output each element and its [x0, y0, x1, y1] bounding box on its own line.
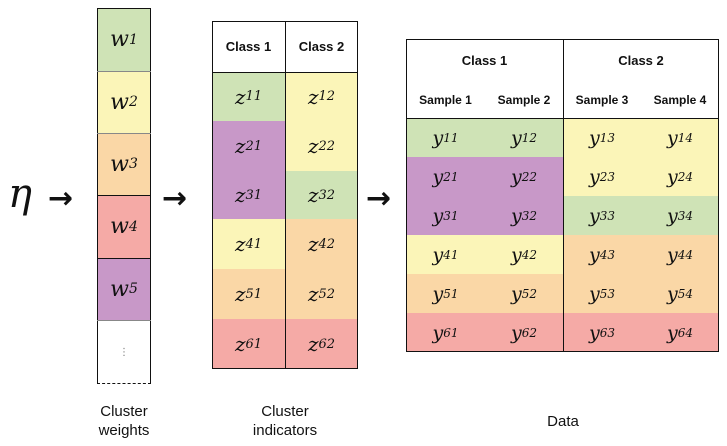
cluster-indicators-caption: Cluster indicators: [252, 403, 318, 439]
indicators-header-class-2: Class 2: [298, 39, 345, 54]
arrow-right-icon: →: [48, 181, 74, 216]
data-table: Class 1 Class 2 Sample 1 Sample 2 Sample…: [406, 39, 719, 352]
cluster-weights-caption: Cluster weights: [98, 403, 150, 439]
data-header-sample-1: Sample 1: [419, 93, 472, 107]
eta-symbol: η: [8, 171, 32, 217]
weight-ellipsis: ⋮: [119, 346, 129, 358]
arrow-right-icon: →: [366, 181, 392, 216]
data-header-class-2: Class 2: [618, 52, 664, 68]
data-header-sample-2: Sample 2: [497, 93, 551, 107]
data-caption: Data: [547, 413, 579, 430]
data-header-sample-4: Sample 4: [653, 93, 707, 107]
arrow-right-icon: →: [162, 181, 188, 216]
data-header-sample-3: Sample 3: [575, 93, 629, 107]
indicators-header-class-1: Class 1: [225, 39, 272, 54]
data-header-class-1: Class 1: [461, 52, 508, 68]
